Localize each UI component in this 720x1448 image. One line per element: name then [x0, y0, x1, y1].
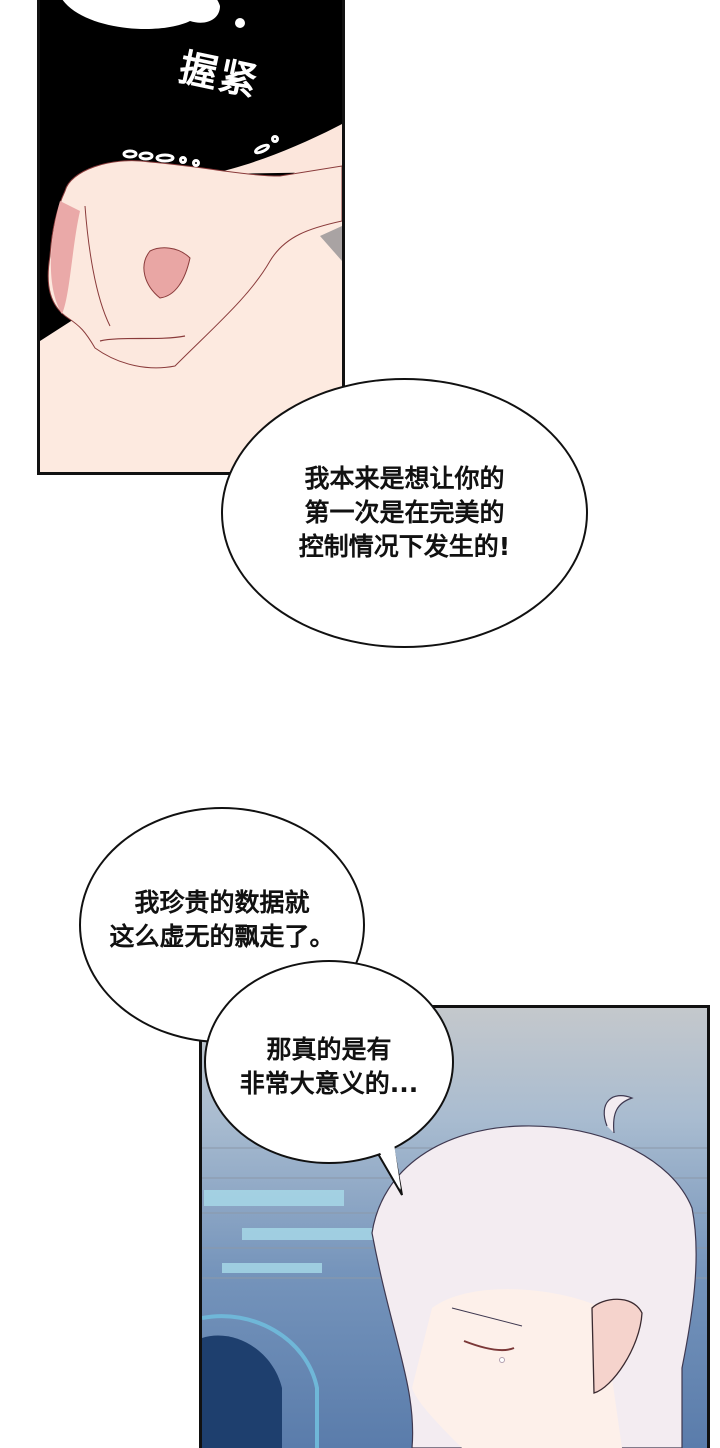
panel-character: [199, 1005, 710, 1448]
speech-bubble-1: 我本来是想让你的 第一次是在完美的 控制情况下发生的!: [221, 378, 588, 648]
fist-illustration: [40, 0, 342, 472]
speech-text-1: 我本来是想让你的 第一次是在完美的 控制情况下发生的!: [298, 464, 511, 561]
speech-bubble-2: 我珍贵的数据就 这么虚无的飘走了。: [79, 807, 365, 1043]
panel-fist: 握紧: [37, 0, 345, 475]
speech-bubble-3: 那真的是有 非常大意义的...: [204, 960, 454, 1164]
speech-text-3: 那真的是有 非常大意义的...: [239, 1035, 419, 1098]
speech-text-2: 我珍贵的数据就 这么虚无的飘走了。: [109, 888, 335, 951]
